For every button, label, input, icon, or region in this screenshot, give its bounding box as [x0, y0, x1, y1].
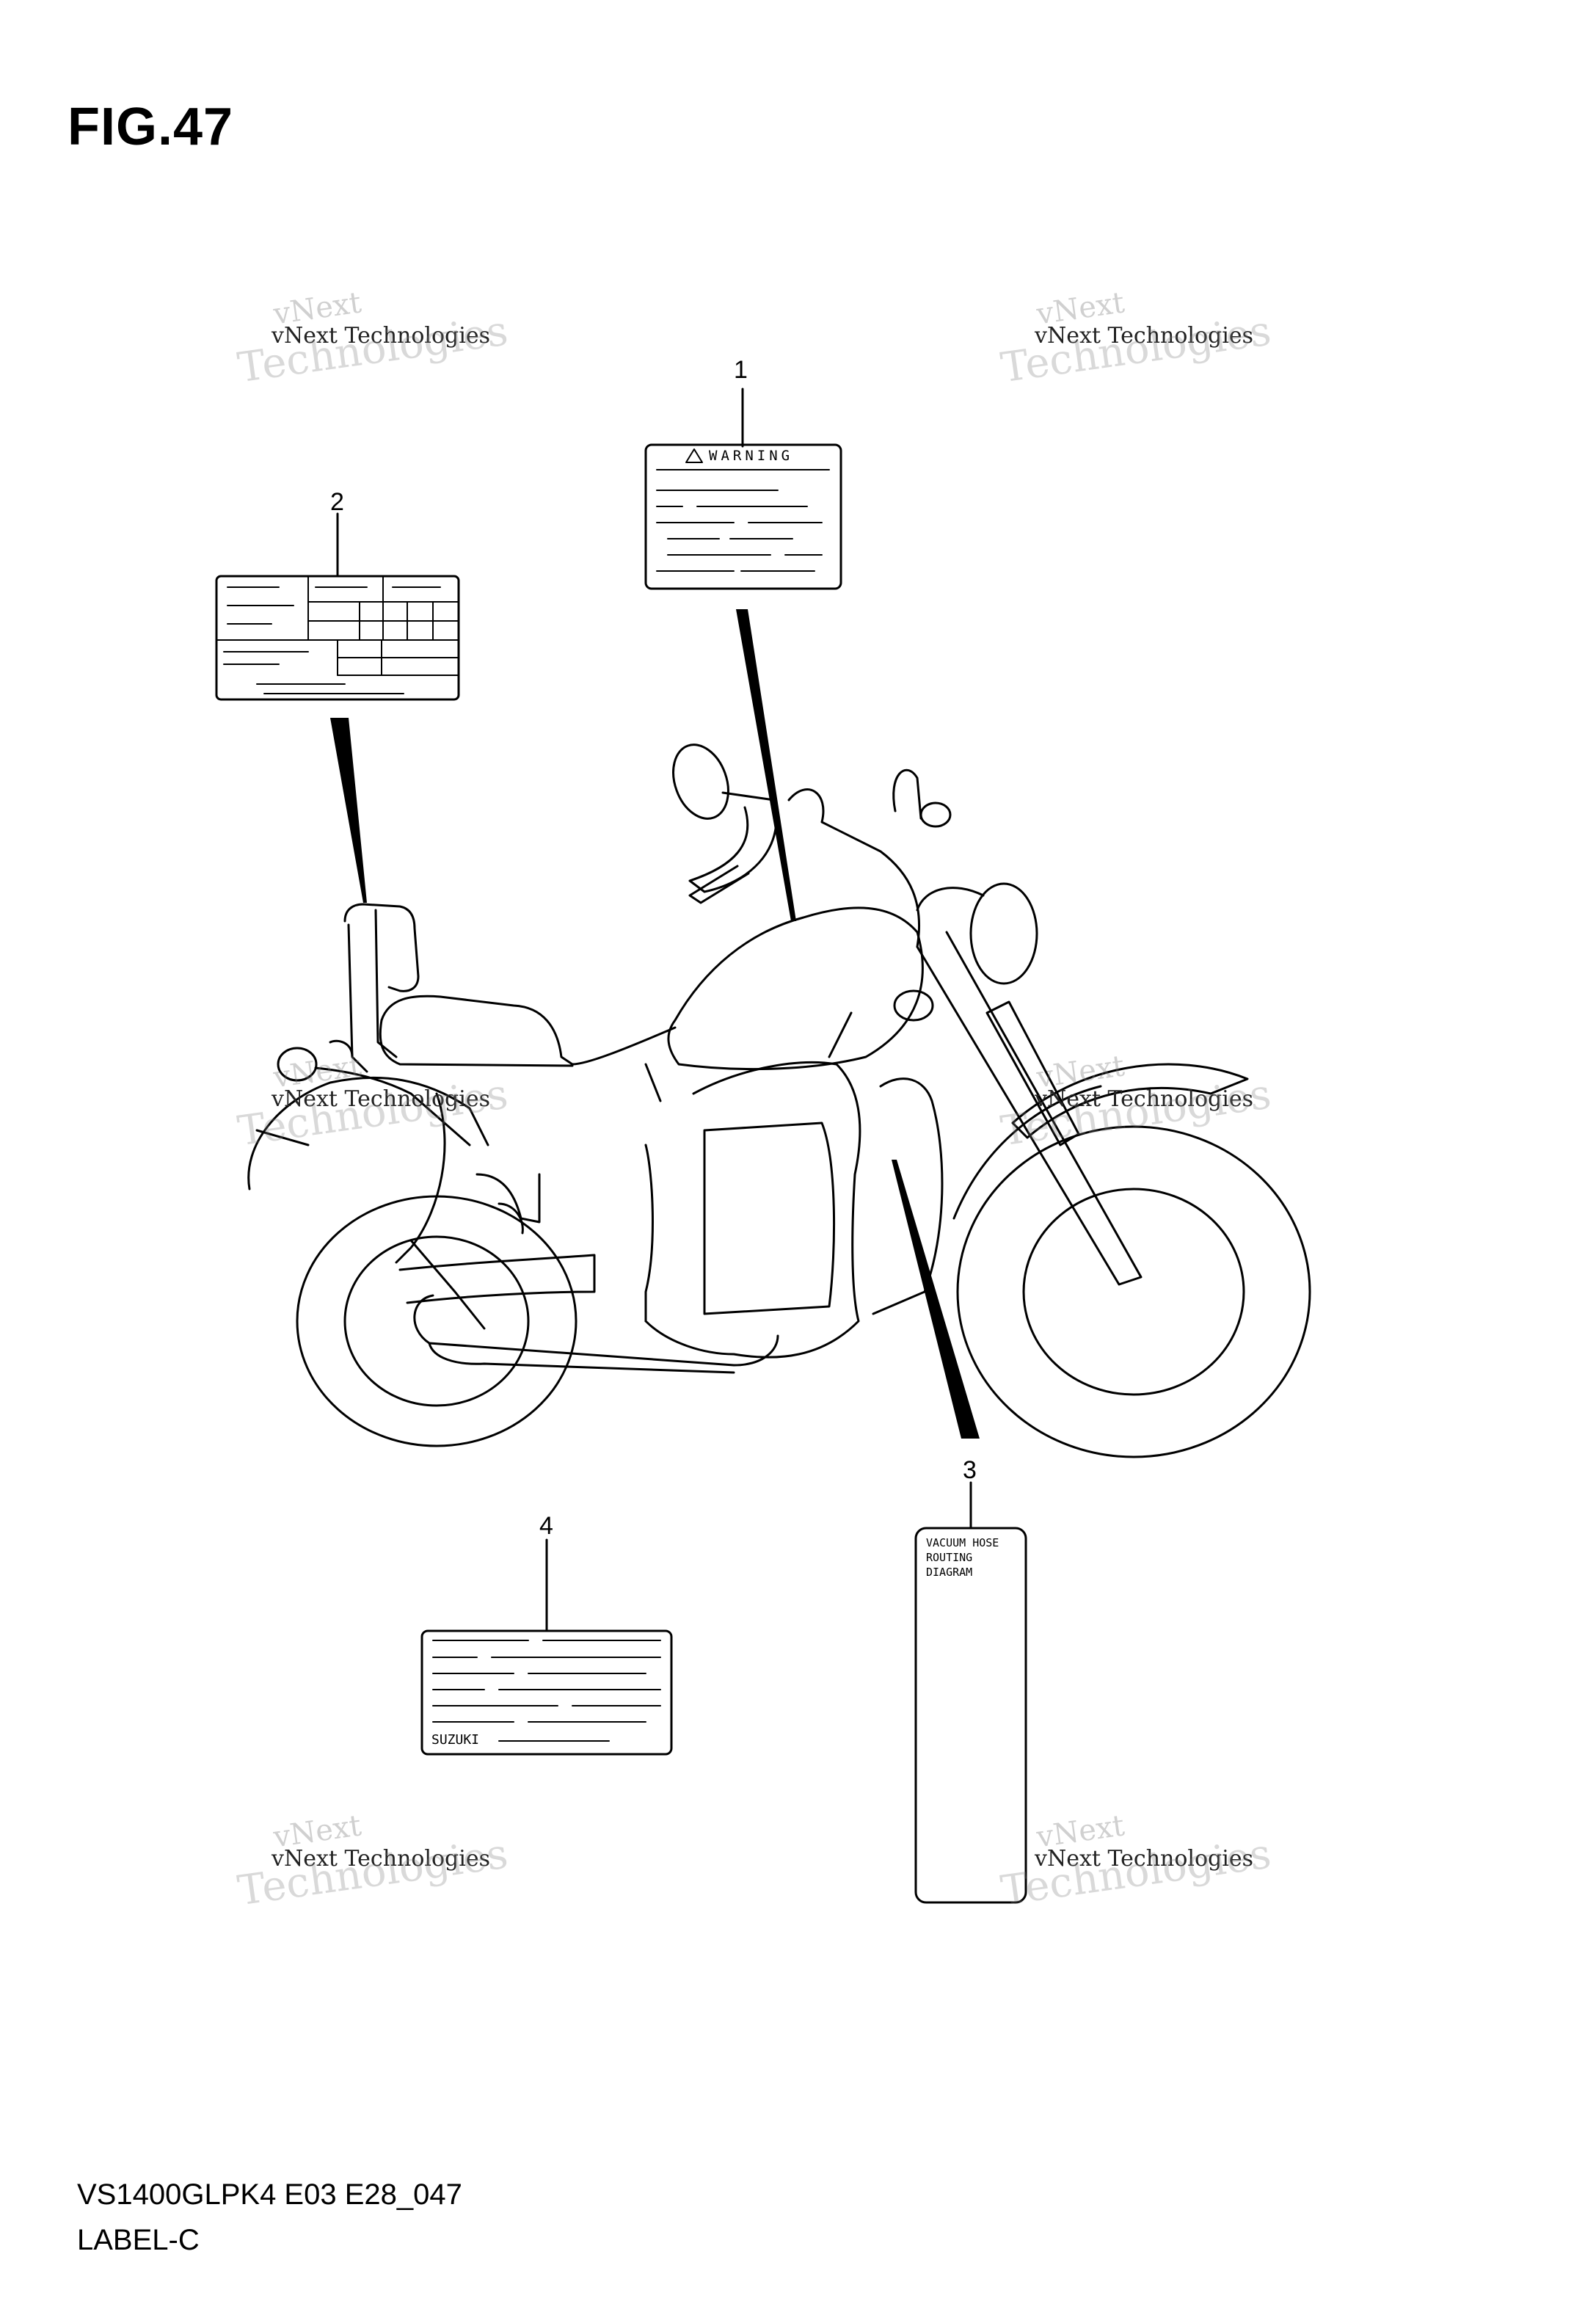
pointer-wedge-2: [330, 718, 367, 903]
vacuum-label-line-2: ROUTING: [926, 1551, 973, 1564]
callout-number-4: 4: [539, 1512, 553, 1540]
figure-title: FIG.47: [68, 98, 234, 156]
tire-info-label-grid: [216, 575, 459, 694]
model-code: VS1400GLPK4 E03 E28_047: [77, 2178, 462, 2211]
motorcycle-illustration: [247, 744, 1311, 1458]
warning-label-heading: WARNING: [709, 448, 794, 464]
callout-number-3: 3: [963, 1456, 977, 1484]
callout-number-2: 2: [330, 488, 344, 516]
section-name: LABEL-C: [77, 2224, 200, 2256]
brand-label-name: SUZUKI: [431, 1732, 480, 1748]
tire-info-label-outline: [215, 575, 460, 701]
callout-number-1: 1: [734, 356, 748, 384]
brand-label-lines: [432, 1640, 661, 1742]
pointer-wedge-3: [892, 1160, 980, 1439]
vacuum-hose-label-outline: [914, 1527, 1027, 1904]
warning-label-lines: [645, 448, 830, 573]
warning-label-outline: [644, 443, 842, 590]
brand-label-outline: [420, 1629, 673, 1756]
vacuum-label-text: VACUUM HOSE ROUTING DIAGRAM: [926, 1535, 999, 1579]
vacuum-label-line-1: VACUUM HOSE: [926, 1536, 999, 1549]
pointer-wedge-1: [736, 609, 796, 921]
vacuum-label-line-3: DIAGRAM: [926, 1566, 973, 1579]
